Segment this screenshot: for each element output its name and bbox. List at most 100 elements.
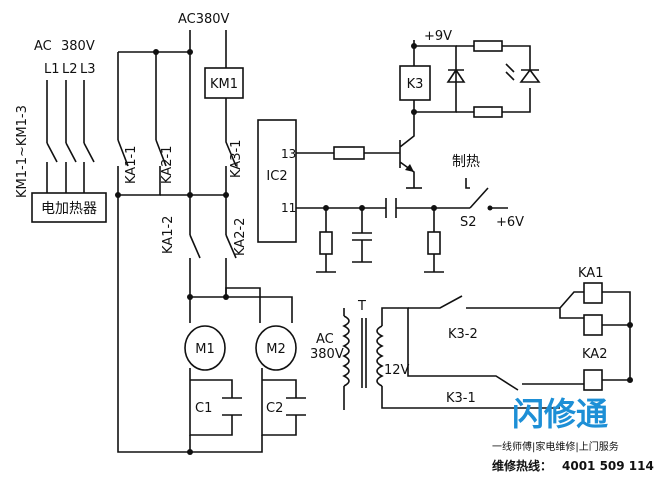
- supply-wire-left: [118, 51, 157, 140]
- c1-loop: [189, 368, 233, 436]
- left-voltage-label: 380V: [61, 39, 95, 54]
- c2-loop: [261, 368, 297, 436]
- motor-feed-wires: [189, 258, 227, 297]
- junction-dot: [187, 449, 193, 455]
- transistor: [399, 120, 415, 188]
- ic2-chip: [257, 119, 297, 243]
- phase-l1-label: L1: [44, 62, 60, 77]
- pin11-label: 11: [281, 201, 296, 215]
- km1-coil: [204, 67, 244, 99]
- top-supply-label: AC380V: [178, 12, 230, 27]
- motor-return-wire: [189, 435, 263, 453]
- k3-1-contact: [430, 375, 560, 391]
- control-branch: KA1-1 KA2-1: [115, 49, 190, 453]
- ka-2-contact-blades: [189, 234, 237, 259]
- plus9v-label: +9V: [424, 29, 452, 44]
- k3-coil: [399, 65, 431, 101]
- s2-label: S2: [460, 215, 477, 230]
- pull-resistor-2: [427, 231, 441, 255]
- heater-label: 电加热器: [41, 201, 97, 217]
- ka2-1-label: KA2-1: [160, 146, 175, 184]
- trans-ac-label: AC: [316, 332, 334, 347]
- k3-lower-wire: [413, 92, 457, 120]
- primary-coil: [342, 315, 350, 387]
- transformer-section: T AC 380V 12V K3-2 K3-1 KA1 KA2: [310, 266, 633, 410]
- top-supply-wires: [156, 30, 227, 68]
- c1-label: C1: [195, 401, 212, 416]
- phase-l2-label: L2: [62, 62, 78, 77]
- ka1-1-label: KA1-1: [124, 146, 139, 184]
- trans-v-label: 380V: [310, 347, 344, 362]
- junction-dot: [411, 43, 417, 49]
- ka1-coil: [583, 282, 603, 304]
- k3-2-contact: [408, 295, 560, 309]
- heater-contacts-label: KM1-1~KM1-3: [15, 105, 30, 198]
- k3-label: K3: [407, 77, 424, 92]
- hotline-number: 4001 509 114: [562, 459, 654, 473]
- return-wire-left: [117, 195, 190, 453]
- secondary-coil: [376, 325, 384, 387]
- plus6v-label: +6V: [496, 215, 524, 230]
- m2-label: M2: [266, 342, 286, 357]
- heater-box: [31, 192, 107, 223]
- capacitor-c2: [286, 397, 306, 416]
- transformer-core: [361, 318, 367, 388]
- motor-m1: [184, 325, 226, 371]
- transformer-t-label: T: [357, 299, 366, 314]
- ka-contact-blades: [117, 139, 167, 167]
- junction-dot: [187, 294, 193, 300]
- junction-dot: [115, 192, 121, 198]
- base-resistor: [333, 146, 365, 160]
- km1-label: KM1: [210, 77, 238, 92]
- phase-l3-label: L3: [80, 62, 96, 77]
- ka3-1-contact: [225, 98, 237, 235]
- ic2-label: IC2: [266, 169, 287, 184]
- heater-contact-blades: [46, 142, 95, 163]
- led-diode: [519, 68, 541, 83]
- ka2-coil: [583, 369, 603, 391]
- led-light-arrows: [505, 63, 515, 81]
- brand-logo: 闪修通: [512, 395, 608, 433]
- relay-return-wires: [602, 291, 631, 381]
- led-resistor-top: [473, 40, 503, 52]
- switch-s2: [465, 178, 489, 209]
- ic-section: IC2 13 11 +9V K3: [257, 29, 541, 273]
- phase-wires: [46, 80, 85, 143]
- watermark: 闪修通 一线师傅|家电维修|上门服务 维修热线： 4001 509 114: [492, 395, 654, 473]
- ka1-2-label: KA1-2: [161, 216, 176, 254]
- phase-wires-lower: [46, 162, 85, 193]
- heat-label: 制热: [452, 154, 480, 170]
- left-ac-label: AC: [34, 39, 52, 54]
- heater-branch: AC 380V L1 L2 L3 KM1-1~KM1-3 电加热器: [15, 39, 107, 223]
- ka3-1-label: KA3-1: [229, 140, 244, 178]
- led-loop-wires: [456, 45, 531, 113]
- junction-dot: [627, 377, 633, 383]
- center-branch: AC380V KM1 KA3-1 KA1-2 KA2-2: [156, 12, 248, 297]
- brand-slogan: 一线师傅|家电维修|上门服务: [492, 440, 619, 453]
- led-resistor-bottom: [473, 106, 503, 118]
- motor-m2: [255, 325, 297, 371]
- secondary-leads: [381, 307, 430, 409]
- hotline-label: 维修热线：: [492, 458, 552, 473]
- motor-section: M1 M2 C1 C2: [184, 287, 306, 455]
- ka1-coil-2: [583, 314, 603, 336]
- ka2-label: KA2: [582, 347, 607, 362]
- s2-terminal: [487, 205, 493, 211]
- flyback-diode: [446, 60, 466, 92]
- v12-label: 12V: [384, 363, 410, 378]
- relay-feed-wires: [559, 291, 584, 385]
- k3-2-label: K3-2: [448, 327, 478, 342]
- k3-1-label: K3-1: [446, 391, 476, 406]
- motor-top-wires: [189, 287, 293, 323]
- ka1-label: KA1: [578, 266, 603, 281]
- transistor-arrow: [405, 164, 414, 172]
- junction-dot: [627, 322, 633, 328]
- c2-label: C2: [266, 401, 283, 416]
- junction-dot: [223, 294, 229, 300]
- ka2-2-label: KA2-2: [233, 218, 248, 256]
- coupling-capacitor: [385, 198, 397, 218]
- junction-dot: [411, 109, 417, 115]
- ka-contact-return: [117, 166, 161, 196]
- capacitor-c1: [222, 397, 242, 416]
